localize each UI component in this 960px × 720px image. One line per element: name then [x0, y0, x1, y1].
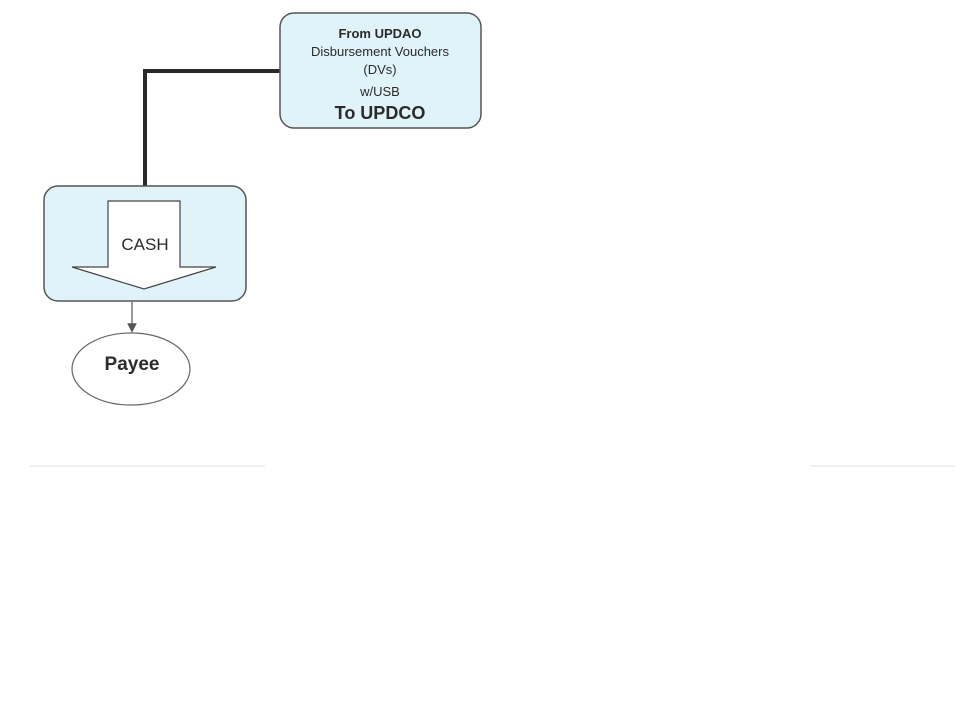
cash-box: CASH — [43, 185, 247, 302]
connector-source-to-cash — [143, 69, 280, 190]
source-box-line3: (DVs) — [363, 62, 396, 77]
source-box: From UPDAO Disbursement Vouchers (DVs) w… — [279, 12, 482, 129]
source-box-line1: From UPDAO — [338, 26, 421, 41]
payee-node: Payee — [71, 332, 191, 406]
cash-label: CASH — [121, 235, 168, 254]
payee-shape — [71, 332, 191, 406]
source-box-line4: w/USB — [359, 84, 400, 99]
source-box-shape — [279, 12, 482, 129]
payee-label: Payee — [105, 354, 160, 375]
down-arrow-shape — [71, 200, 217, 290]
source-box-line2: Disbursement Vouchers — [311, 44, 450, 59]
source-box-line5: To UPDCO — [335, 103, 426, 123]
